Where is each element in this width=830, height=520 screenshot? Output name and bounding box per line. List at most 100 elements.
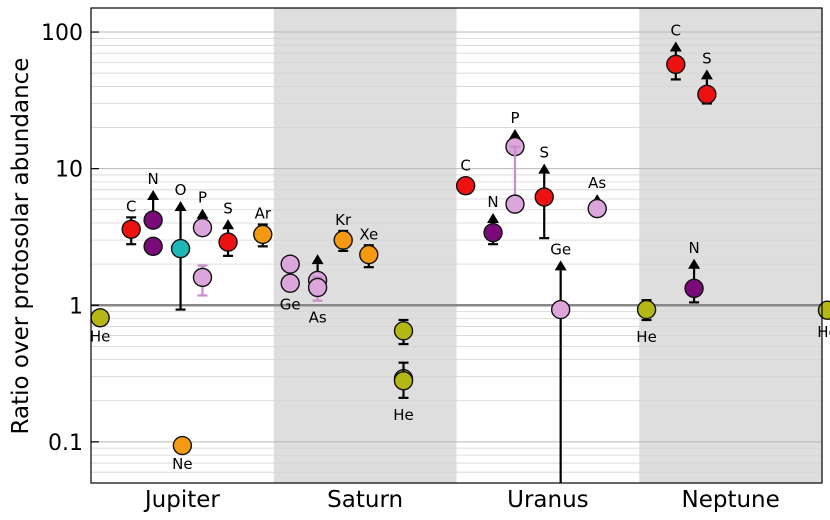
- point-jupiter-n-label: N: [148, 170, 159, 188]
- point-saturn-he-marker: [393, 321, 414, 341]
- point-jupiter-n-marker: [143, 210, 163, 230]
- point-neptune-he-marker: [817, 300, 830, 320]
- point-saturn-n-marker: [483, 222, 503, 243]
- point-saturn-p-arrow: [508, 128, 521, 139]
- series-layer: HeCNOPSNeArGeAsKrXeHeCNPSAsGeHeNCSHeCSN: [90, 22, 830, 483]
- point-uranus-n-label: N: [688, 239, 699, 257]
- point-jupiter-he-group: He: [90, 308, 111, 345]
- point-uranus-s-group: S: [697, 49, 717, 105]
- point-uranus-he-marker: [636, 299, 657, 320]
- point-jupiter-as-label: As: [309, 309, 327, 327]
- point-saturn-as-label: As: [588, 174, 606, 192]
- y-tick-label: 10: [55, 158, 83, 183]
- point-jupiter-as-arrow: [311, 254, 324, 265]
- point-jupiter-ge-marker: [280, 254, 300, 274]
- point-jupiter-he-marker: [90, 308, 110, 328]
- point-neptune-he-label: He: [817, 323, 830, 341]
- point-jupiter-ge-marker: [280, 273, 300, 293]
- background-layer: [273, 8, 822, 483]
- point-saturn-s-group: S: [534, 144, 554, 240]
- point-saturn-p-marker: [505, 194, 525, 214]
- point-saturn-ge-group: Ge: [550, 240, 571, 483]
- point-saturn-ge-arrow: [554, 260, 567, 271]
- point-neptune-he-group: He: [817, 300, 830, 341]
- point-jupiter-ge-group: [280, 254, 300, 274]
- point-saturn-p-group: [505, 145, 525, 214]
- point-jupiter-c-marker: [121, 219, 141, 239]
- point-jupiter-c-label: C: [126, 197, 136, 215]
- point-jupiter-ne-label: Ne: [172, 455, 192, 473]
- point-saturn-he-label: He: [393, 406, 414, 424]
- band-neptune: [639, 8, 822, 483]
- point-jupiter-s-marker: [218, 232, 238, 252]
- point-saturn-ge-label: Ge: [550, 240, 571, 258]
- point-saturn-c-group: C: [455, 157, 476, 196]
- point-jupiter-kr-group: Kr: [333, 211, 353, 253]
- point-uranus-n-arrow: [688, 258, 701, 269]
- point-saturn-as-marker: [587, 198, 607, 219]
- point-jupiter-ge-label: Ge: [280, 295, 301, 313]
- point-jupiter-o-arrow: [174, 200, 187, 211]
- point-jupiter-n-arrow: [147, 189, 160, 200]
- point-jupiter-as-group: As: [307, 276, 328, 327]
- point-jupiter-xe-marker: [359, 244, 379, 265]
- point-jupiter-p-marker: [192, 217, 213, 238]
- x-label-saturn: Saturn: [327, 487, 403, 513]
- point-jupiter-p-group: [192, 264, 213, 297]
- point-jupiter-p-arrow: [196, 208, 209, 219]
- point-uranus-c-label: C: [671, 22, 681, 40]
- point-uranus-c-arrow: [669, 41, 682, 52]
- point-uranus-s-marker: [697, 84, 717, 105]
- point-jupiter-ar-group: Ar: [253, 205, 273, 248]
- point-uranus-s-arrow: [700, 69, 713, 80]
- point-jupiter-ge-group: Ge: [280, 273, 301, 313]
- point-jupiter-s-group: S: [218, 199, 238, 257]
- point-saturn-p-label: P: [510, 109, 519, 127]
- point-uranus-he-group: He: [636, 299, 657, 346]
- point-saturn-c-marker: [455, 176, 476, 196]
- point-jupiter-o-group: O: [170, 181, 191, 311]
- point-jupiter-p-label: P: [198, 189, 207, 207]
- point-uranus-n-marker: [684, 278, 704, 299]
- point-jupiter-kr-label: Kr: [335, 211, 352, 229]
- point-uranus-c-group: C: [666, 22, 686, 81]
- point-saturn-s-marker: [534, 187, 554, 207]
- point-saturn-n-group: N: [483, 193, 503, 246]
- point-jupiter-s-label: S: [223, 199, 233, 217]
- point-uranus-he-label: He: [636, 328, 657, 346]
- y-tick-label: 100: [41, 21, 83, 46]
- point-jupiter-o-marker: [170, 238, 191, 259]
- point-jupiter-o-label: O: [175, 181, 187, 199]
- grid-layer: [91, 31, 822, 484]
- point-jupiter-n-group: [143, 236, 163, 257]
- point-saturn-as-group: As: [587, 174, 607, 219]
- point-jupiter-as-marker: [307, 277, 328, 298]
- point-uranus-n-group: N: [684, 239, 704, 304]
- point-saturn-he-group: He: [393, 361, 414, 424]
- x-label-uranus: Uranus: [507, 487, 589, 513]
- point-uranus-s-label: S: [702, 49, 712, 67]
- x-label-jupiter: Jupiter: [143, 487, 221, 513]
- point-saturn-s-label: S: [539, 144, 549, 162]
- point-saturn-n-arrow: [487, 213, 500, 224]
- point-saturn-n-label: N: [487, 193, 498, 211]
- point-saturn-he-marker: [393, 371, 414, 391]
- point-jupiter-ne-marker: [172, 435, 193, 456]
- point-jupiter-c-group: C: [121, 197, 141, 246]
- point-jupiter-p-marker: [192, 267, 213, 288]
- y-tick-label: 1: [69, 294, 83, 319]
- point-jupiter-ne-group: Ne: [172, 435, 193, 473]
- point-jupiter-n-marker: [143, 236, 163, 257]
- point-jupiter-ar-marker: [253, 224, 273, 245]
- plot-frame: [90, 7, 823, 484]
- point-jupiter-xe-label: Xe: [359, 225, 378, 243]
- y-axis-label: Ratio over protosolar abundance: [8, 58, 34, 435]
- point-saturn-ge-marker: [550, 299, 571, 320]
- point-saturn-c-label: C: [460, 157, 470, 175]
- x-label-neptune: Neptune: [681, 487, 779, 513]
- y-tick-label: 0.1: [48, 431, 83, 456]
- point-jupiter-he-label: He: [90, 327, 111, 345]
- point-jupiter-kr-marker: [333, 230, 353, 250]
